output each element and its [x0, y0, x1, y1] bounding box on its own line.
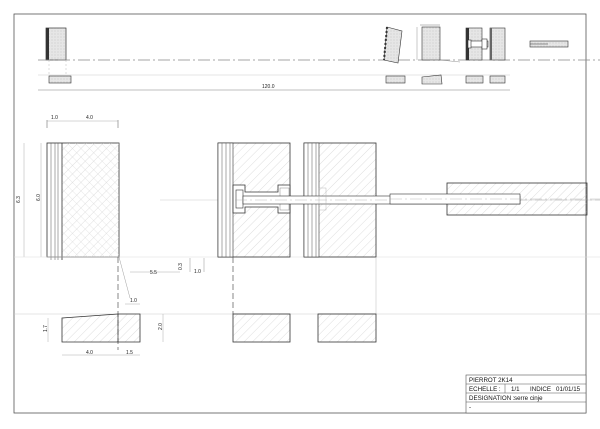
- title-block: PIERROT 2K14 ECHELLE : 1/1 INDICE 01/01/…: [465, 374, 587, 414]
- dim-top-left-b: 4.0: [86, 115, 93, 121]
- dim-base-width-b: 1.5: [126, 350, 133, 356]
- scale-value: 1/1: [511, 386, 520, 393]
- designation-label: DESIGNATION :: [469, 395, 515, 402]
- dim-bevel: 1.0: [130, 298, 137, 304]
- detail-left-block: 1.0 4.0 6.3 6.0: [16, 115, 120, 260]
- dim-offset-c: 1.0: [194, 269, 201, 275]
- overview-strip: 120.0: [38, 24, 600, 91]
- offset-dimensions: 5.5 0.3 1.0 1.0: [118, 256, 205, 305]
- dim-overall-length: 120.0: [262, 84, 275, 90]
- drawing-title: PIERROT 2K14: [469, 377, 513, 384]
- dim-base-width-a: 4.0: [86, 350, 93, 356]
- lower-section-blocks: [232, 257, 377, 343]
- dim-base-height-right: 2.0: [158, 323, 164, 330]
- dim-base-height-left: 1.7: [43, 325, 49, 332]
- dim-offset-b: 0.3: [178, 263, 184, 270]
- dim-top-left-a: 1.0: [51, 115, 58, 121]
- designation-note: -: [469, 404, 471, 411]
- scale-label: ECHELLE :: [469, 386, 501, 393]
- rod-detail: [389, 182, 600, 216]
- dim-offset-a: 5.5: [150, 270, 157, 276]
- base-foot-profile: 1.7 2.0 4.0 1.5: [43, 257, 164, 356]
- clamp-assembly-detail: [217, 142, 600, 258]
- index-label: INDICE: [530, 386, 551, 393]
- designation-value: serre cinje: [514, 395, 543, 402]
- dim-height-inner: 6.0: [36, 194, 42, 201]
- dim-height-outer: 6.3: [16, 196, 22, 203]
- index-value: 01/01/15: [556, 386, 581, 393]
